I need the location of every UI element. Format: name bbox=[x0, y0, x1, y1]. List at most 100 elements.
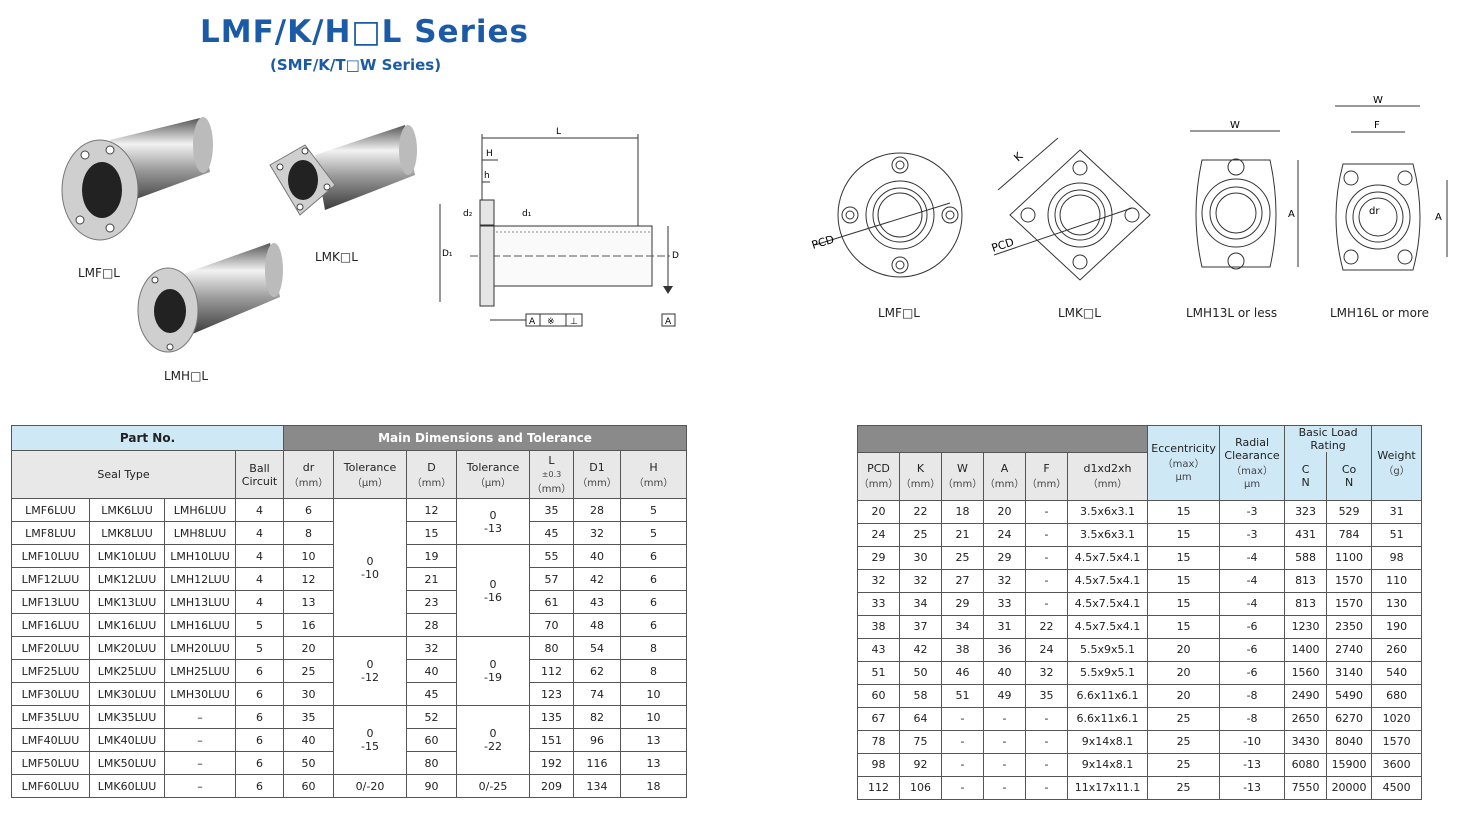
F-cell: - bbox=[1025, 545, 1068, 570]
K-cell: 50 bbox=[899, 660, 942, 685]
lmf-part-cell: LMF50LUU bbox=[11, 751, 90, 775]
weight-cell: 3600 bbox=[1371, 752, 1423, 777]
D-cell: 12 bbox=[406, 498, 457, 522]
C-cell: 2650 bbox=[1284, 706, 1328, 731]
A-cell: 36 bbox=[983, 637, 1026, 662]
radial-clearance-cell: -13 bbox=[1219, 775, 1286, 800]
d1xd2xh-cell: 4.5x7.5x4.1 bbox=[1066, 591, 1149, 616]
F-cell: - bbox=[1025, 499, 1068, 524]
dr-cell: 25 bbox=[283, 659, 334, 683]
lmk-part-cell: LMK60LUU bbox=[89, 774, 165, 798]
H-cell: 6 bbox=[620, 567, 687, 591]
F-cell: 24 bbox=[1025, 637, 1068, 662]
C-cell: 7550 bbox=[1284, 775, 1328, 800]
tolerance2-cell: 0/-25 bbox=[456, 774, 530, 798]
radial-clearance-cell: -6 bbox=[1219, 637, 1286, 662]
lmk-part-cell: LMK13LUU bbox=[89, 590, 165, 614]
D-cell: 40 bbox=[406, 659, 457, 683]
weight-cell: 31 bbox=[1371, 499, 1423, 524]
eccentricity-cell: 25 bbox=[1147, 706, 1221, 731]
D1-cell: 43 bbox=[573, 590, 621, 614]
ball-circuit-cell: 6 bbox=[235, 705, 284, 729]
D1-cell: 116 bbox=[573, 751, 621, 775]
ball-circuit-cell: 5 bbox=[235, 613, 284, 637]
d1xd2xh-cell: 5.5x9x5.1 bbox=[1066, 660, 1149, 685]
radial-clearance-cell: -13 bbox=[1219, 752, 1286, 777]
lmf-part-cell: LMF16LUU bbox=[11, 613, 90, 637]
W-cell: - bbox=[941, 729, 984, 754]
radial-clearance-cell: -4 bbox=[1219, 568, 1286, 593]
pcd-cell: 67 bbox=[857, 706, 900, 731]
L-cell: 123 bbox=[529, 682, 574, 706]
lmh-part-cell: LMH16LUU bbox=[164, 613, 236, 637]
L-cell: 57 bbox=[529, 567, 574, 591]
L-cell: 192 bbox=[529, 751, 574, 775]
L-cell: 80 bbox=[529, 636, 574, 660]
eccentricity-header: Eccentricity（max）μm bbox=[1147, 425, 1221, 501]
tolerance1-header: Tolerance（μm） bbox=[333, 450, 407, 499]
lmh16-dr-label: dr bbox=[1369, 206, 1380, 217]
weight-cell: 1020 bbox=[1371, 706, 1423, 731]
d1xd2xh-cell: 3.5x6x3.1 bbox=[1066, 522, 1149, 547]
dr-cell: 60 bbox=[283, 774, 334, 798]
L-cell: 112 bbox=[529, 659, 574, 683]
C-cell: 813 bbox=[1284, 568, 1328, 593]
A-cell: 24 bbox=[983, 522, 1026, 547]
D-cell: 32 bbox=[406, 636, 457, 660]
tolerance1-cell: 0/-20 bbox=[333, 774, 407, 798]
A-cell: - bbox=[983, 706, 1026, 731]
page-subtitle: (SMF/K/T□W Series) bbox=[270, 56, 442, 74]
lmk-part-cell: LMK12LUU bbox=[89, 567, 165, 591]
L-cell: 45 bbox=[529, 521, 574, 545]
dim-d2-label: d₂ bbox=[463, 209, 473, 219]
W-cell: 25 bbox=[941, 545, 984, 570]
d1xd2xh-header: d1xd2xh（mm） bbox=[1066, 451, 1149, 501]
A-cell: - bbox=[983, 775, 1026, 800]
H-cell: 18 bbox=[620, 774, 687, 798]
K-cell: 42 bbox=[899, 637, 942, 662]
pcd-cell: 20 bbox=[857, 499, 900, 524]
dim-d1-label: d₁ bbox=[522, 209, 532, 219]
K-cell: 106 bbox=[899, 775, 942, 800]
D1-cell: 82 bbox=[573, 705, 621, 729]
ball-circuit-cell: 6 bbox=[235, 774, 284, 798]
D-cell: 52 bbox=[406, 705, 457, 729]
lmh-part-cell: LMH25LUU bbox=[164, 659, 236, 683]
lmk-flange-label: LMK□L bbox=[1058, 306, 1101, 320]
lmh-part-cell: LMH8LUU bbox=[164, 521, 236, 545]
weight-header: Weight（g） bbox=[1371, 425, 1423, 501]
F-cell: - bbox=[1025, 568, 1068, 593]
pcd-header: PCD（mm） bbox=[857, 451, 900, 501]
K-cell: 32 bbox=[899, 568, 942, 593]
D1-cell: 96 bbox=[573, 728, 621, 752]
W-cell: 18 bbox=[941, 499, 984, 524]
eccentricity-cell: 20 bbox=[1147, 683, 1221, 708]
lmk-K-label: K bbox=[1011, 149, 1026, 164]
D-cell: 45 bbox=[406, 682, 457, 706]
tolerance2-header: Tolerance（μm） bbox=[456, 450, 530, 499]
C-cell: 3430 bbox=[1284, 729, 1328, 754]
seal-type-header: Seal Type bbox=[11, 450, 236, 499]
lmh-product-label: LMH□L bbox=[164, 369, 209, 383]
lmh16-A-label: A bbox=[1435, 212, 1442, 223]
C-cell: 2490 bbox=[1284, 683, 1328, 708]
H-cell: 6 bbox=[620, 544, 687, 568]
radial-clearance-cell: -3 bbox=[1219, 499, 1286, 524]
weight-cell: 130 bbox=[1371, 591, 1423, 616]
eccentricity-cell: 15 bbox=[1147, 568, 1221, 593]
dr-cell: 10 bbox=[283, 544, 334, 568]
ball-circuit-cell: 4 bbox=[235, 567, 284, 591]
radial-clearance-cell: -4 bbox=[1219, 545, 1286, 570]
D1-cell: 62 bbox=[573, 659, 621, 683]
F-cell: 32 bbox=[1025, 660, 1068, 685]
tolerance1-cell: 0 -10 bbox=[333, 498, 407, 637]
